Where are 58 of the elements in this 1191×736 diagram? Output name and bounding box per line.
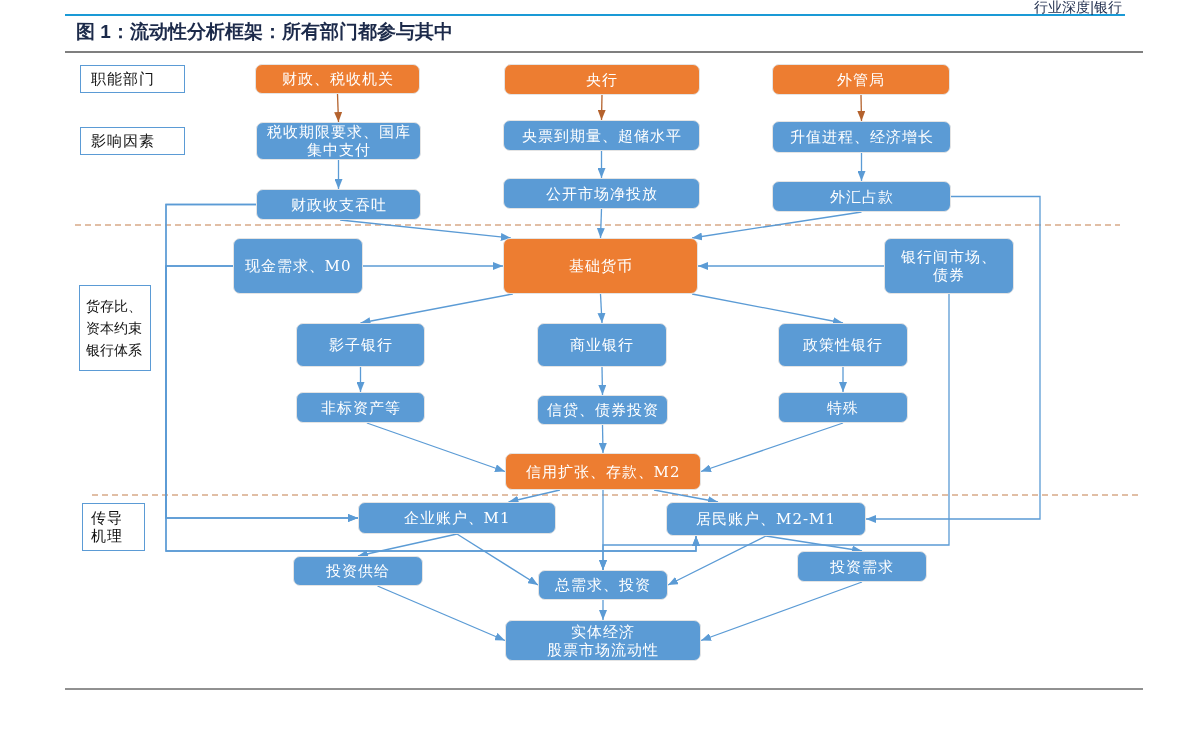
process-box: 信贷、债券投资: [537, 395, 668, 425]
process-box: 特殊: [778, 392, 908, 423]
process-box: 实体经济 股票市场流动性: [505, 620, 701, 661]
arrow: [700, 422, 844, 473]
process-box: 央票到期量、超储水平: [503, 120, 700, 151]
process-box: 企业账户、M1: [358, 502, 556, 534]
process-box: 银行间市场、债券: [884, 238, 1014, 294]
process-box: 升值进程、经济增长: [772, 121, 951, 153]
arrow: [700, 581, 863, 642]
arrow: [697, 262, 885, 270]
arrow: [667, 535, 767, 586]
process-box: 外汇占款: [772, 181, 951, 212]
arrow: [165, 265, 700, 552]
header-text: 行业深度|银行: [1034, 0, 1122, 15]
arrow: [356, 366, 365, 393]
process-box: 政策性银行: [778, 323, 908, 367]
process-box: 居民账户、M2-M1: [666, 502, 866, 536]
arrow: [507, 489, 561, 504]
process-box: 财政、税收机关: [255, 64, 420, 94]
arrow: [865, 195, 1041, 523]
arrow: [598, 424, 607, 454]
process-box: 投资需求: [797, 551, 927, 582]
arrow: [334, 159, 343, 190]
arrow: [599, 293, 950, 571]
label-box: 货存比、资本约束银行体系: [79, 285, 151, 371]
arrow: [857, 94, 866, 122]
arrow: [357, 533, 458, 558]
arrow: [334, 93, 343, 123]
process-box: 公开市场净投放: [503, 178, 700, 209]
label-box: 传导机理: [82, 503, 145, 551]
process-box: 投资供给: [293, 556, 423, 586]
arrow: [839, 366, 847, 393]
arrow: [597, 150, 606, 179]
arrow: [456, 533, 539, 586]
arrow: [362, 262, 504, 270]
label-box: 影响因素: [80, 127, 185, 155]
arrow: [366, 422, 506, 473]
process-box: 信用扩张、存款、M2: [505, 453, 701, 490]
process-box: 影子银行: [296, 323, 425, 367]
process-box: 商业银行: [537, 323, 667, 367]
label-box: 职能部门: [80, 65, 185, 93]
process-box: 央行: [504, 64, 700, 95]
arrow: [857, 152, 866, 182]
process-box: 总需求、投资: [538, 570, 668, 600]
arrow: [597, 293, 606, 324]
arrow: [596, 208, 605, 239]
arrow: [376, 585, 506, 642]
arrow: [597, 94, 606, 121]
arrow: [598, 366, 607, 396]
process-box: 税收期限要求、国库集中支付: [256, 122, 421, 160]
process-box: 非标资产等: [296, 392, 425, 423]
arrow: [691, 211, 863, 241]
arrow: [599, 599, 607, 621]
figure-title: 图 1：流动性分析框架：所有部门都参与其中: [76, 20, 453, 44]
process-box: 财政收支吞吐: [256, 189, 421, 220]
process-box: 现金需求、M0: [233, 238, 363, 294]
process-box: 基础货币: [503, 238, 698, 294]
process-box: 外管局: [772, 64, 950, 95]
